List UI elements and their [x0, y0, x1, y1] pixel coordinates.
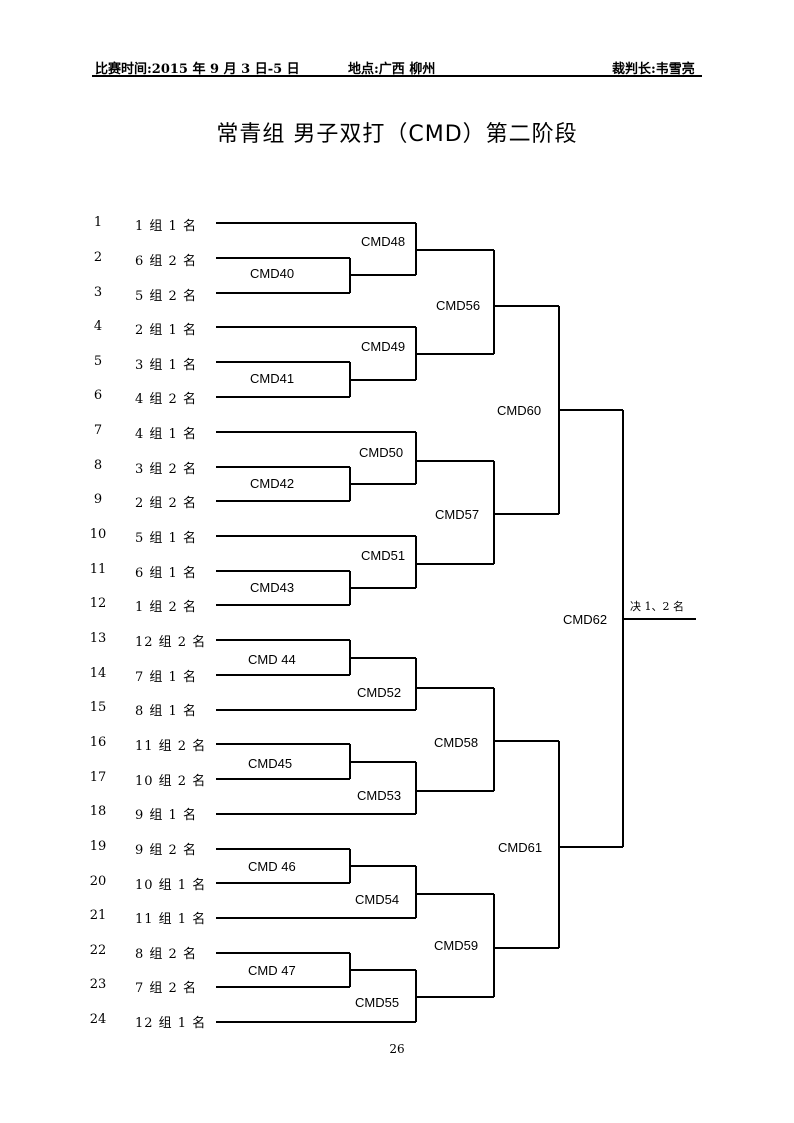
entry-team: 7 组 1 名 [135, 670, 197, 685]
entry-number: 22 [89, 943, 107, 958]
entry-team: 3 组 1 名 [135, 358, 197, 373]
page-title: 常青组 男子双打（CMD）第二阶段 [216, 122, 578, 147]
entry-team: 2 组 1 名 [135, 323, 197, 338]
entry-team: 8 组 1 名 [135, 704, 197, 719]
match-label-cmd55: CMD55 [355, 995, 400, 1010]
match-label-cmd59: CMD59 [434, 938, 479, 953]
match-label-cmd46: CMD 46 [248, 859, 296, 874]
match-label-cmd62: CMD62 [563, 612, 608, 627]
match-label-cmd48: CMD48 [361, 234, 406, 249]
entry-team: 4 组 2 名 [135, 392, 197, 407]
entry-number: 14 [89, 666, 107, 681]
entry-number: 11 [89, 562, 107, 577]
entry-team: 10 组 2 名 [135, 774, 207, 789]
match-label-cmd53: CMD53 [357, 788, 402, 803]
match-label-cmd61: CMD61 [498, 840, 543, 855]
entry-team: 11 组 2 名 [135, 739, 207, 754]
match-label-cmd44: CMD 44 [248, 652, 296, 667]
entry-team: 5 组 2 名 [135, 289, 197, 304]
match-label-cmd51: CMD51 [361, 548, 406, 563]
entry-number: 3 [93, 285, 103, 300]
match-label-cmd57: CMD57 [435, 507, 480, 522]
entry-team: 8 组 2 名 [135, 947, 197, 962]
match-label-cmd56: CMD56 [436, 298, 481, 313]
entry-team: 7 组 2 名 [135, 981, 197, 996]
header-rule [92, 75, 702, 77]
entry-number: 23 [89, 977, 107, 992]
match-label-cmd41: CMD41 [250, 371, 295, 386]
match-label-cmd58: CMD58 [434, 735, 479, 750]
entry-number: 4 [93, 319, 103, 334]
entry-number: 6 [93, 388, 103, 403]
entry-number: 2 [93, 250, 103, 265]
match-label-cmd40: CMD40 [250, 266, 295, 281]
entry-number: 18 [89, 804, 107, 819]
match-label-cmd50: CMD50 [359, 445, 404, 460]
entry-team: 6 组 1 名 [135, 566, 197, 581]
entry-number: 9 [93, 492, 103, 507]
match-label-cmd45: CMD45 [248, 756, 293, 771]
entry-team: 10 组 1 名 [135, 878, 207, 893]
entry-team: 12 组 2 名 [135, 635, 207, 650]
header-venue: 地点:广西 柳州 [348, 62, 436, 77]
entry-number: 20 [89, 874, 107, 889]
match-label-cmd60: CMD60 [497, 403, 542, 418]
entry-team: 11 组 1 名 [135, 912, 207, 927]
match-label-cmd43: CMD43 [250, 580, 295, 595]
entry-number: 16 [89, 735, 107, 750]
match-label-cmd54: CMD54 [355, 892, 400, 907]
entry-number: 13 [89, 631, 107, 646]
entry-number: 5 [93, 354, 103, 369]
final-label: 决 1、2 名 [630, 600, 684, 613]
entry-team: 2 组 2 名 [135, 496, 197, 511]
entry-number: 12 [89, 596, 107, 611]
entry-number: 7 [93, 423, 103, 438]
header-date: 比赛时间:2015 年 9 月 3 日-5 日 [95, 62, 300, 77]
entry-number: 8 [93, 458, 103, 473]
entry-team: 1 组 2 名 [135, 600, 197, 615]
match-label-cmd49: CMD49 [361, 339, 406, 354]
match-label-cmd52: CMD52 [357, 685, 402, 700]
entry-team: 1 组 1 名 [135, 219, 197, 234]
entry-team: 4 组 1 名 [135, 427, 197, 442]
entry-team: 9 组 1 名 [135, 808, 197, 823]
entry-team: 12 组 1 名 [135, 1016, 207, 1031]
entry-team: 9 组 2 名 [135, 843, 197, 858]
entry-number: 24 [89, 1012, 107, 1027]
page-number: 26 [389, 1042, 405, 1056]
header-referee: 裁判长:韦雪亮 [612, 62, 695, 77]
entry-number: 10 [89, 527, 107, 542]
match-label-cmd42: CMD42 [250, 476, 295, 491]
match-label-cmd47: CMD 47 [248, 963, 296, 978]
entry-team: 5 组 1 名 [135, 531, 197, 546]
entry-number: 17 [89, 770, 107, 785]
entry-number: 21 [89, 908, 107, 923]
entry-team: 6 组 2 名 [135, 254, 197, 269]
entry-team: 3 组 2 名 [135, 462, 197, 477]
entry-number: 19 [89, 839, 107, 854]
entry-number: 15 [89, 700, 107, 715]
entry-number: 1 [93, 215, 103, 230]
